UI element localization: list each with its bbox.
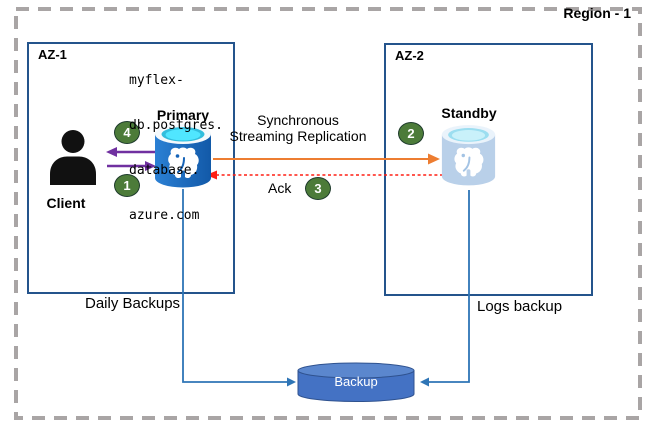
ack-flow-label: Ack [268, 180, 292, 196]
az1-label: AZ-1 [38, 47, 67, 62]
replication-label-line2: Streaming Replication [229, 128, 367, 144]
postgres-database-icon [155, 124, 211, 188]
storage-cylinder-icon [297, 362, 415, 402]
primary-node-label: Primary [156, 107, 210, 123]
step-badge-4: 4 [114, 121, 140, 144]
step-badge-3: 3 [305, 177, 331, 200]
step-number: 4 [123, 125, 131, 140]
hostname-line: database. [129, 163, 200, 178]
az2-label: AZ-2 [395, 48, 424, 63]
elephant-glyph [454, 147, 484, 177]
client-node-label: Client [46, 195, 86, 211]
ack-arrow [206, 170, 443, 180]
daily-backup-connector [182, 189, 296, 387]
hostname-line: azure.com [129, 208, 200, 223]
client-to-primary-arrow [107, 161, 156, 171]
az1-zone-box: AZ-1 [27, 42, 235, 294]
server-hostname: myflex- db.postgres. database. azure.com [129, 43, 223, 253]
replication-label-line1: Synchronous [257, 112, 339, 128]
step-badge-1: 1 [114, 174, 140, 197]
elephant-glyph [168, 147, 199, 179]
primary-to-client-arrow [106, 147, 156, 157]
step-number: 1 [123, 178, 131, 193]
step-number: 3 [314, 181, 322, 196]
logs-backup-label: Logs backup [477, 298, 563, 315]
postgres-database-icon-light [441, 125, 496, 186]
step-number: 2 [407, 126, 415, 141]
az2-zone-box: AZ-2 [384, 43, 593, 296]
replication-flow-label: Synchronous Streaming Replication [227, 112, 369, 144]
replication-arrow [213, 153, 440, 165]
logs-backup-connector [420, 190, 470, 387]
standby-node-label: Standby [441, 105, 497, 121]
region-label: Region - 1 [563, 5, 631, 21]
hostname-line: db.postgres. [129, 118, 223, 133]
backup-node-label: Backup [334, 374, 378, 389]
hostname-line: myflex- [129, 73, 184, 88]
daily-backups-label: Daily Backups [85, 295, 181, 312]
step-badge-2: 2 [398, 122, 424, 145]
person-icon [50, 130, 96, 185]
region-dashed-border [14, 7, 642, 420]
